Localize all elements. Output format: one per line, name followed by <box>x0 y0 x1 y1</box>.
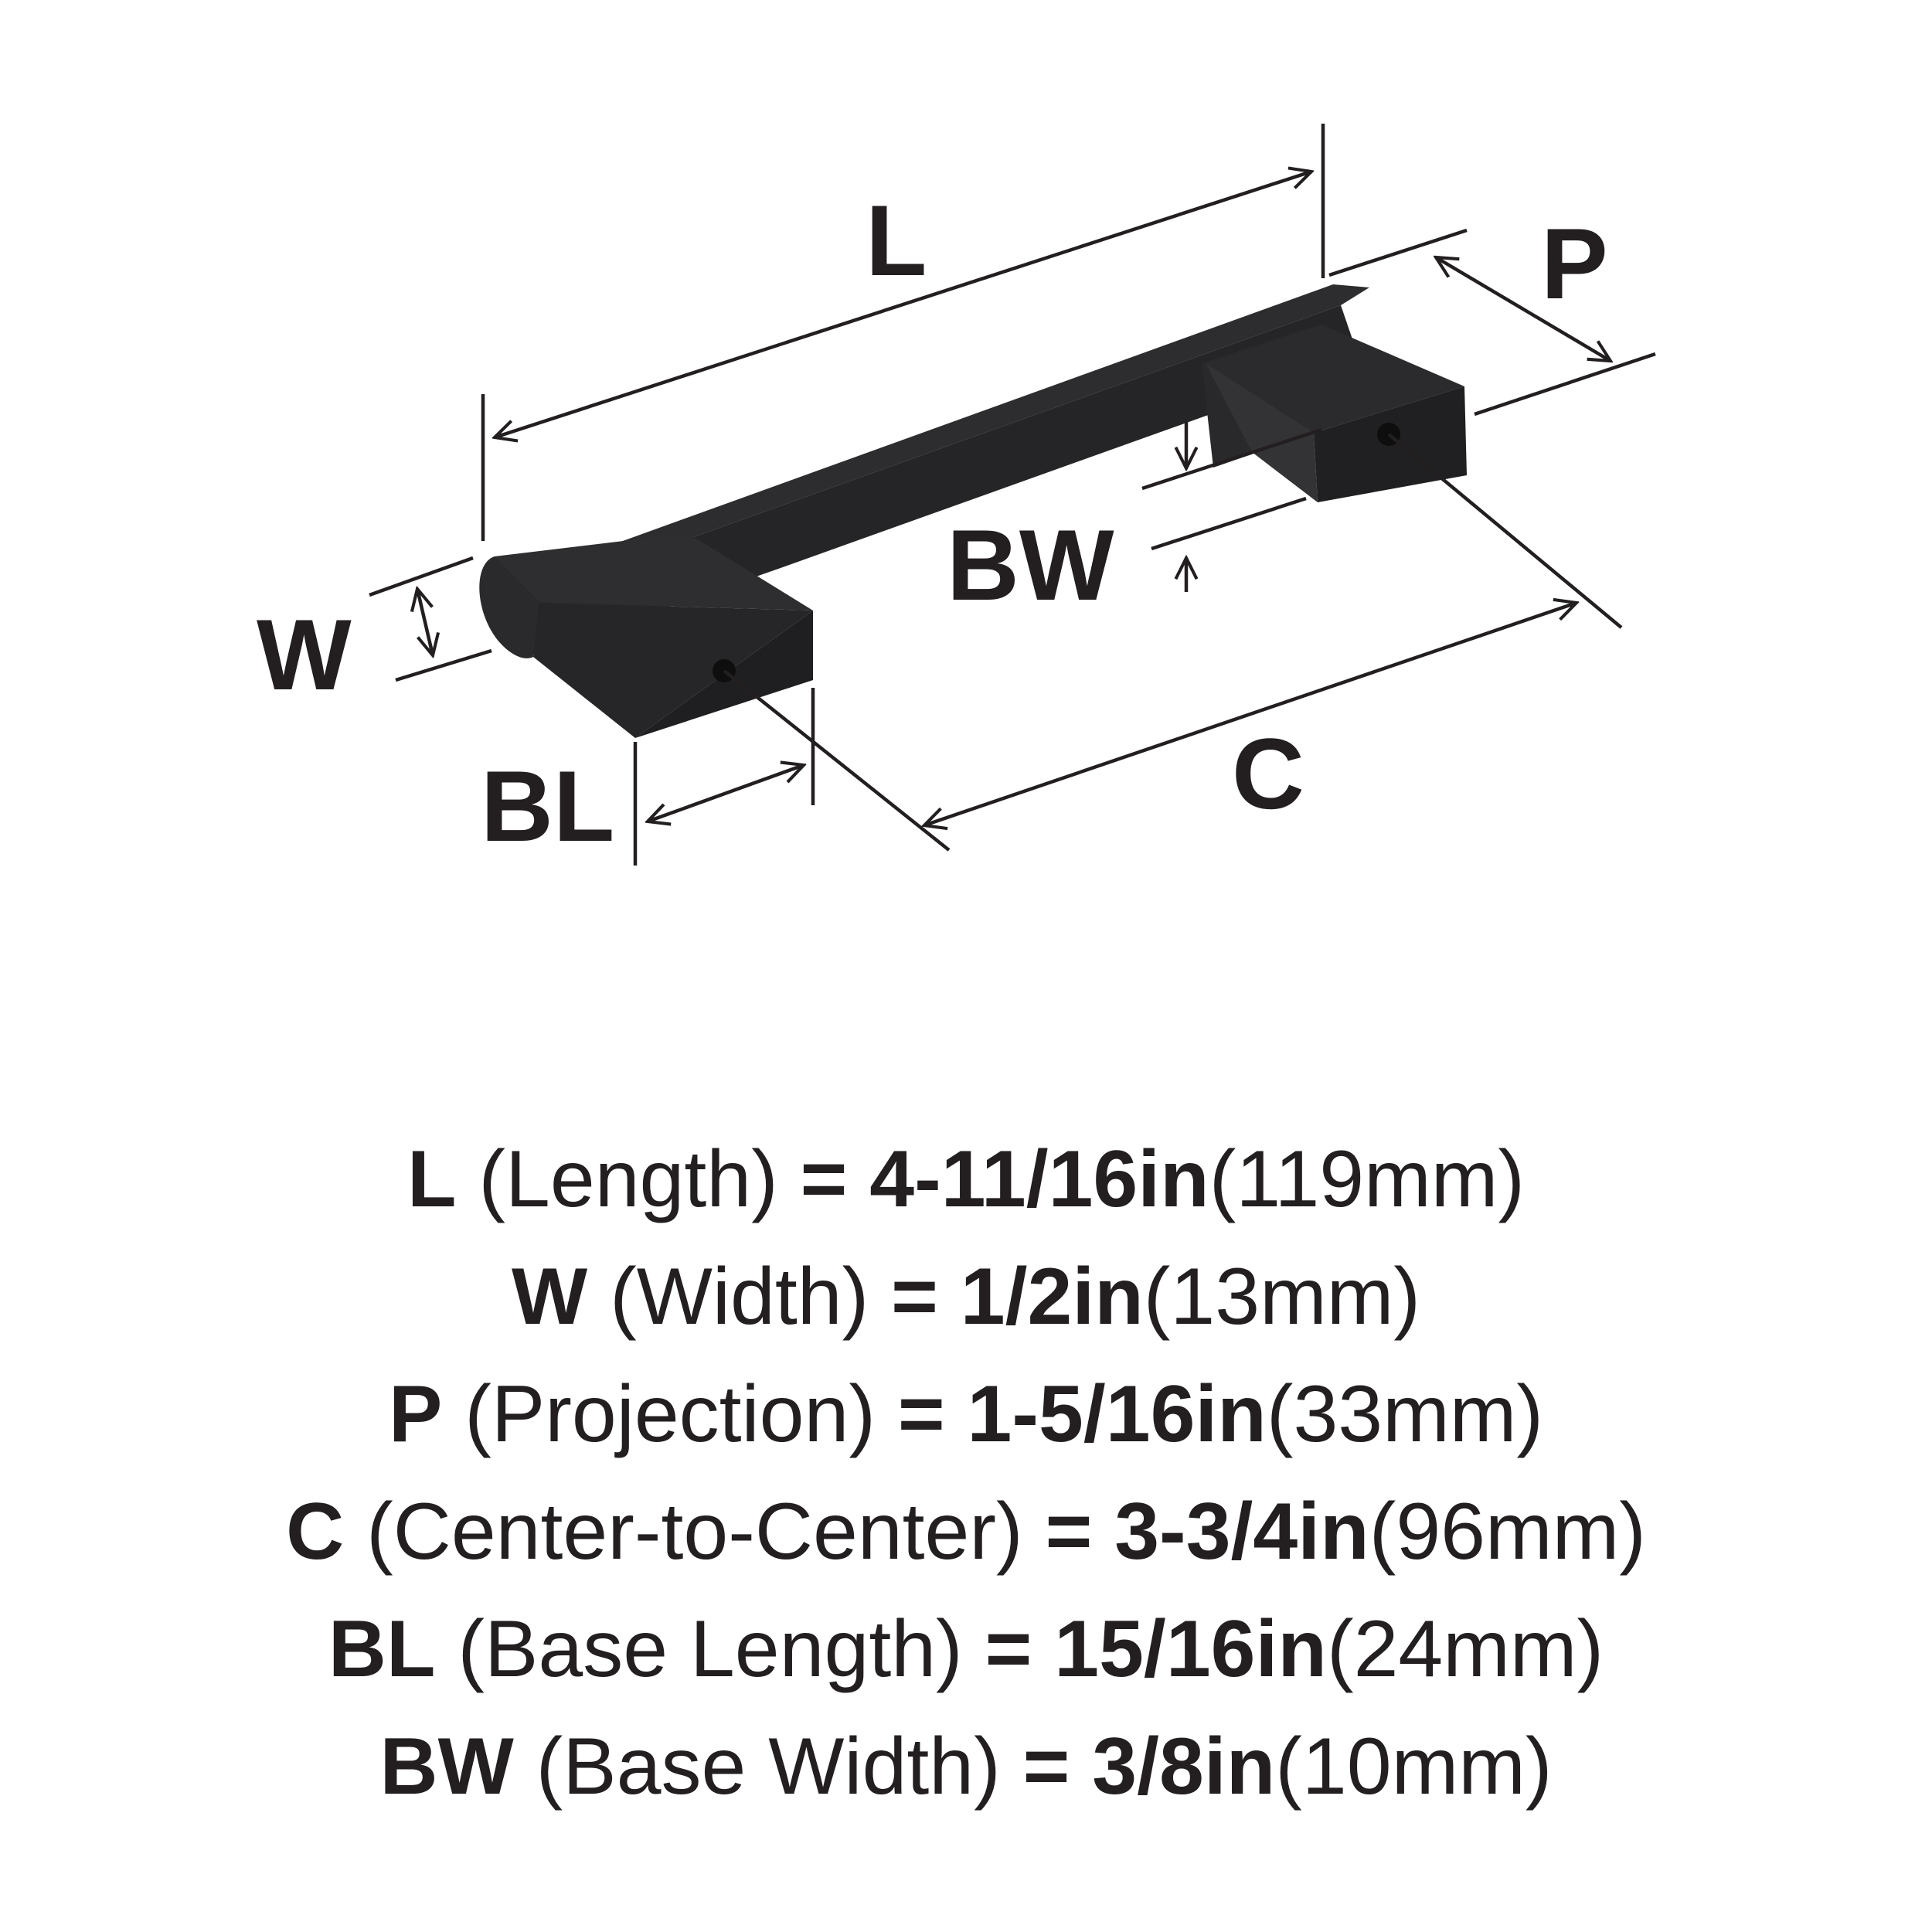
width-extension-top <box>369 556 474 597</box>
spec-letter: C <box>286 1487 345 1577</box>
projection-arrow <box>1436 257 1611 361</box>
base-length-arrow <box>648 765 804 821</box>
spec-letter: BL <box>328 1604 436 1694</box>
spec-metric: (33mm) <box>1266 1369 1544 1459</box>
handle-dimension-diagram: L P W BW BL C <box>257 124 1656 866</box>
handle-left-base-side <box>533 603 813 738</box>
projection-extension-top <box>1328 228 1468 277</box>
spec-row-center-to-center: C (Center-to-Center) = 3-3/4in(96mm) <box>0 1473 1932 1590</box>
spec-row-projection: P (Projection) = 1-5/16in(33mm) <box>0 1355 1932 1473</box>
dimension-lines <box>369 124 1656 866</box>
spec-name: (Base Width) <box>536 1722 1001 1811</box>
spec-imperial: 3/8in <box>1092 1722 1276 1811</box>
spec-metric: (10mm) <box>1275 1722 1553 1811</box>
spec-letter: L <box>406 1134 457 1224</box>
spec-imperial: 4-11/16in <box>869 1134 1209 1224</box>
spec-row-length: L (Length) = 4-11/16in(119mm) <box>0 1121 1932 1238</box>
spec-imperial: 1-5/16in <box>967 1369 1267 1459</box>
spec-letter: BW <box>379 1722 514 1811</box>
center-line-right <box>1387 433 1623 629</box>
label-length: L <box>866 184 927 297</box>
center-to-center-arrow <box>924 603 1577 825</box>
spec-name: (Width) <box>610 1252 869 1342</box>
spec-equals: = <box>897 1369 945 1459</box>
label-projection: P <box>1541 207 1608 320</box>
spec-imperial: 1/2in <box>960 1252 1144 1342</box>
spec-equals: = <box>800 1134 848 1224</box>
spec-metric: (96mm) <box>1369 1487 1646 1577</box>
spec-row-base-width: BW (Base Width) = 3/8in(10mm) <box>0 1708 1932 1825</box>
label-base-width: BW <box>947 509 1114 621</box>
spec-letter: W <box>512 1252 588 1342</box>
width-extension-bottom <box>395 648 492 682</box>
spec-equals: = <box>891 1252 938 1342</box>
label-width: W <box>257 598 352 711</box>
spec-equals: = <box>1022 1722 1070 1811</box>
label-center-to-center: C <box>1232 717 1304 830</box>
spec-name: (Base Length) <box>457 1604 963 1694</box>
length-arrow <box>495 172 1311 437</box>
dimension-labels: L P W BW BL C <box>257 184 1608 862</box>
spec-name: (Projection) <box>464 1369 876 1459</box>
handle-left-base <box>495 533 813 611</box>
spec-equals: = <box>1045 1487 1093 1577</box>
spec-imperial: 3-3/4in <box>1114 1487 1369 1577</box>
label-base-length: BL <box>481 750 614 862</box>
base-width-extension-top <box>1141 427 1322 491</box>
projection-extension-bottom <box>1474 352 1656 417</box>
spec-metric: (119mm) <box>1209 1134 1526 1224</box>
base-width-extension-bottom <box>1151 496 1307 551</box>
spec-metric: (13mm) <box>1143 1252 1420 1342</box>
dimension-spec-list: L (Length) = 4-11/16in(119mm) W (Width) … <box>0 1121 1932 1825</box>
spec-row-base-length: BL (Base Length) = 15/16in(24mm) <box>0 1590 1932 1708</box>
spec-imperial: 15/16in <box>1054 1604 1327 1694</box>
spec-equals: = <box>985 1604 1032 1694</box>
width-arrow <box>417 589 433 655</box>
spec-name: (Length) <box>478 1134 778 1224</box>
spec-row-width: W (Width) = 1/2in(13mm) <box>0 1238 1932 1355</box>
spec-metric: (24mm) <box>1326 1604 1604 1694</box>
spec-name: (Center-to-Center) <box>366 1487 1023 1577</box>
center-line-left <box>723 669 951 852</box>
spec-letter: P <box>388 1369 443 1459</box>
